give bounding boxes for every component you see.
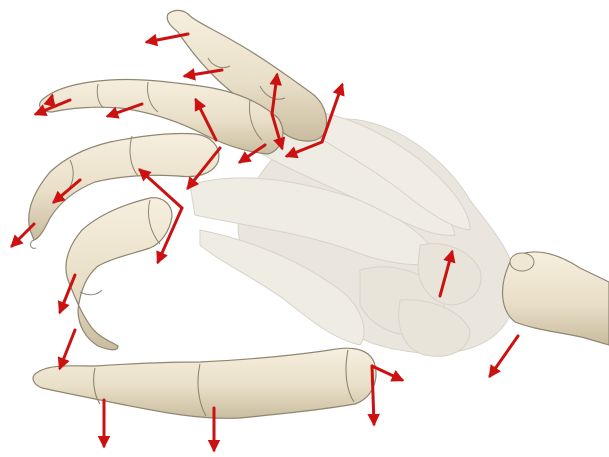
forearm-bone <box>503 252 609 345</box>
axis-arrow <box>60 330 75 368</box>
axis-arrow <box>490 336 518 376</box>
thumb <box>33 348 376 418</box>
little-finger <box>66 198 172 350</box>
axis-arrow <box>60 275 75 312</box>
axis-arrow <box>372 366 374 424</box>
axis-arrow <box>50 96 52 104</box>
